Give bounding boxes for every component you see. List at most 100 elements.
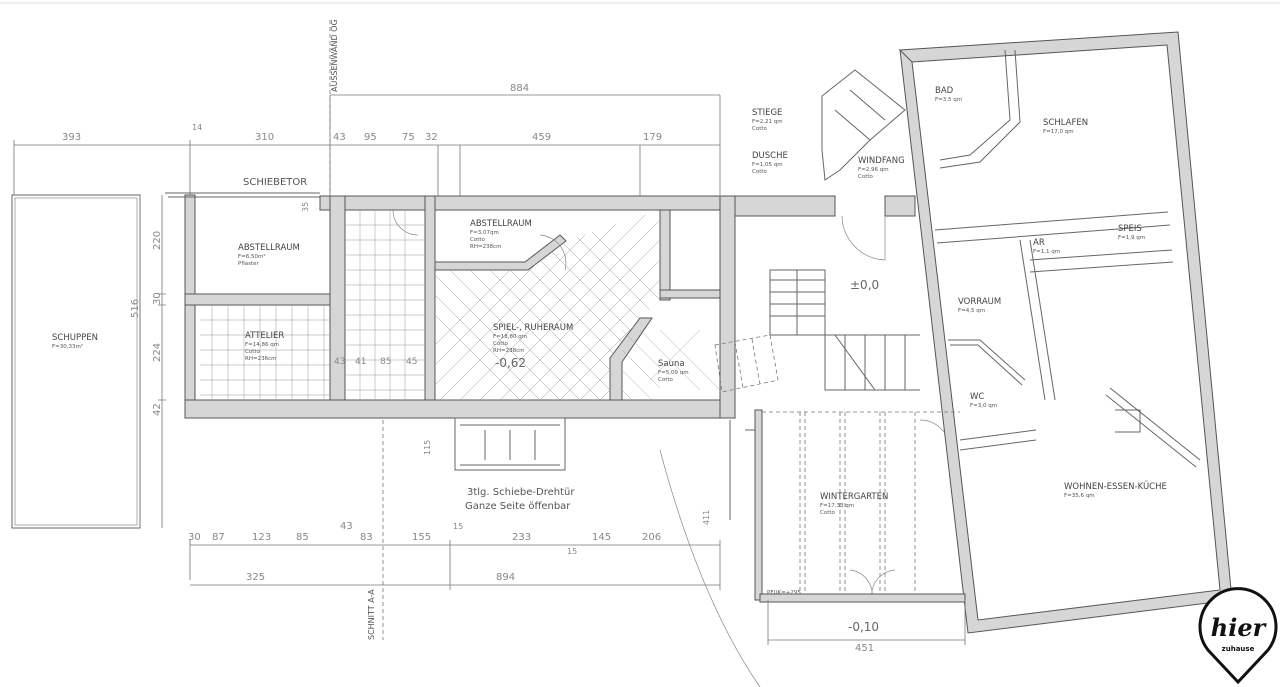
label-text: Cotto (752, 169, 768, 175)
label-text: 220 (152, 231, 163, 250)
outer-wall-label: AUSSENWAND OG (330, 19, 339, 92)
label-text: WINTERGARTEN (820, 492, 888, 502)
level-garden: -0,10 (848, 620, 879, 634)
label-text: Cotto (493, 341, 509, 347)
label-text: RH=238cm (493, 348, 524, 354)
main-walls (184, 194, 916, 419)
pfuk-label: PFUK=+295 (767, 590, 801, 596)
label-text: 224 (152, 343, 163, 362)
label-text: 179 (643, 132, 662, 143)
label-text: F=2,96 qm (858, 167, 889, 173)
label-text: SPEIS (1118, 224, 1142, 234)
label-text: Sauna (658, 359, 685, 369)
annotations: SCHIEBETOR AUSSENWAND OG SCHNITT A-A 3tl… (243, 19, 801, 640)
level-markers: ±0,0 -0,62 -0,10 (495, 278, 879, 634)
label-text: Cotto (752, 126, 768, 132)
right-building-walls (898, 31, 1233, 634)
label-text: 123 (252, 532, 271, 543)
label-text: Cotto (245, 349, 261, 355)
label-text: 43 (340, 521, 353, 532)
label-text: F=6,50m² (238, 253, 266, 260)
label-text: WOHNEN-ESSEN-KÜCHE (1064, 481, 1167, 492)
label-text: 43 (334, 357, 345, 367)
label-text: SCHUPPEN (52, 333, 98, 343)
label-text: 459 (532, 132, 551, 143)
label-text: 115 (423, 440, 432, 455)
label-text: F=4,5 qm (958, 308, 985, 314)
label-text: F=2,21 qm (752, 119, 783, 125)
label-text: VORRAUM (958, 297, 1001, 307)
label-text: 85 (380, 357, 391, 367)
label-text: Cotto (658, 377, 674, 383)
label-text: Cotto (858, 174, 874, 180)
label-text: 14 (192, 123, 202, 132)
label-text: 310 (255, 132, 274, 143)
label-text: 30 (188, 532, 201, 543)
label-text: F=3,07qm (470, 230, 499, 236)
label-text: F=1,1 qm (1033, 249, 1060, 255)
gate-label: SCHIEBETOR (243, 177, 307, 188)
label-text: 75 (402, 132, 415, 143)
label-text: zuhause (1222, 645, 1255, 653)
label-text: SPIEL-, RUHERAUM (493, 323, 573, 333)
tile-pattern (200, 210, 425, 400)
label-text: F=30,33m² (52, 343, 83, 350)
hier-zuhause-logo: hier zuhause (1198, 587, 1278, 685)
label-text: Cotto (470, 237, 486, 243)
label-text: 83 (360, 532, 373, 543)
label-text: 894 (496, 572, 515, 583)
label-text: 206 (642, 532, 661, 543)
label-text: 41 (355, 357, 366, 367)
label-text: F=17,33 qm (820, 503, 854, 509)
label-text: ABSTELLRAUM (238, 243, 300, 253)
wintergarden (729, 409, 966, 603)
label-text: AR (1033, 238, 1045, 248)
label-text: 884 (510, 83, 529, 94)
label-text: ATTELIER (245, 331, 284, 341)
label-text: 145 (592, 532, 611, 543)
sauna-tiles (621, 329, 721, 401)
label-text: 155 (412, 532, 431, 543)
label-text: RH=238cm (470, 244, 501, 250)
label-text: F=14,86 qm (245, 342, 279, 348)
level-entry: ±0,0 (850, 278, 879, 292)
door-note-2: Ganze Seite öffenbar (465, 501, 571, 512)
door-note-1: 3tlg. Schiebe-Drehtür (467, 487, 575, 498)
label-text: 233 (512, 532, 531, 543)
label-text: F=3,5 qm (935, 97, 962, 103)
label-text: F=1,05 qm (752, 162, 783, 168)
diagonal-tile-pattern (435, 210, 660, 400)
staircase (714, 69, 920, 393)
label-text: F=35,6 qm (1064, 493, 1095, 499)
label-text: Pflaster (238, 261, 260, 267)
label-text: 43 (333, 132, 346, 143)
label-text: 15 (453, 522, 463, 531)
label-text: 325 (246, 572, 265, 583)
sliding-door (454, 417, 566, 471)
label-text: F=17,0 qm (1043, 129, 1074, 135)
label-text: Cotto (820, 510, 836, 516)
label-text: F=1,9 qm (1118, 235, 1145, 241)
label-text: 95 (364, 132, 377, 143)
label-text: 30 (152, 292, 163, 305)
dimension-lines (13, 94, 966, 645)
label-text: 45 (406, 357, 417, 367)
label-text: F=18,80 qm (493, 334, 527, 340)
label-text: DUSCHE (752, 151, 788, 161)
dimension-texts: 884 393 14 310 43 95 75 32 459 179 30 87… (62, 83, 874, 654)
label-text: 411 (702, 510, 711, 525)
